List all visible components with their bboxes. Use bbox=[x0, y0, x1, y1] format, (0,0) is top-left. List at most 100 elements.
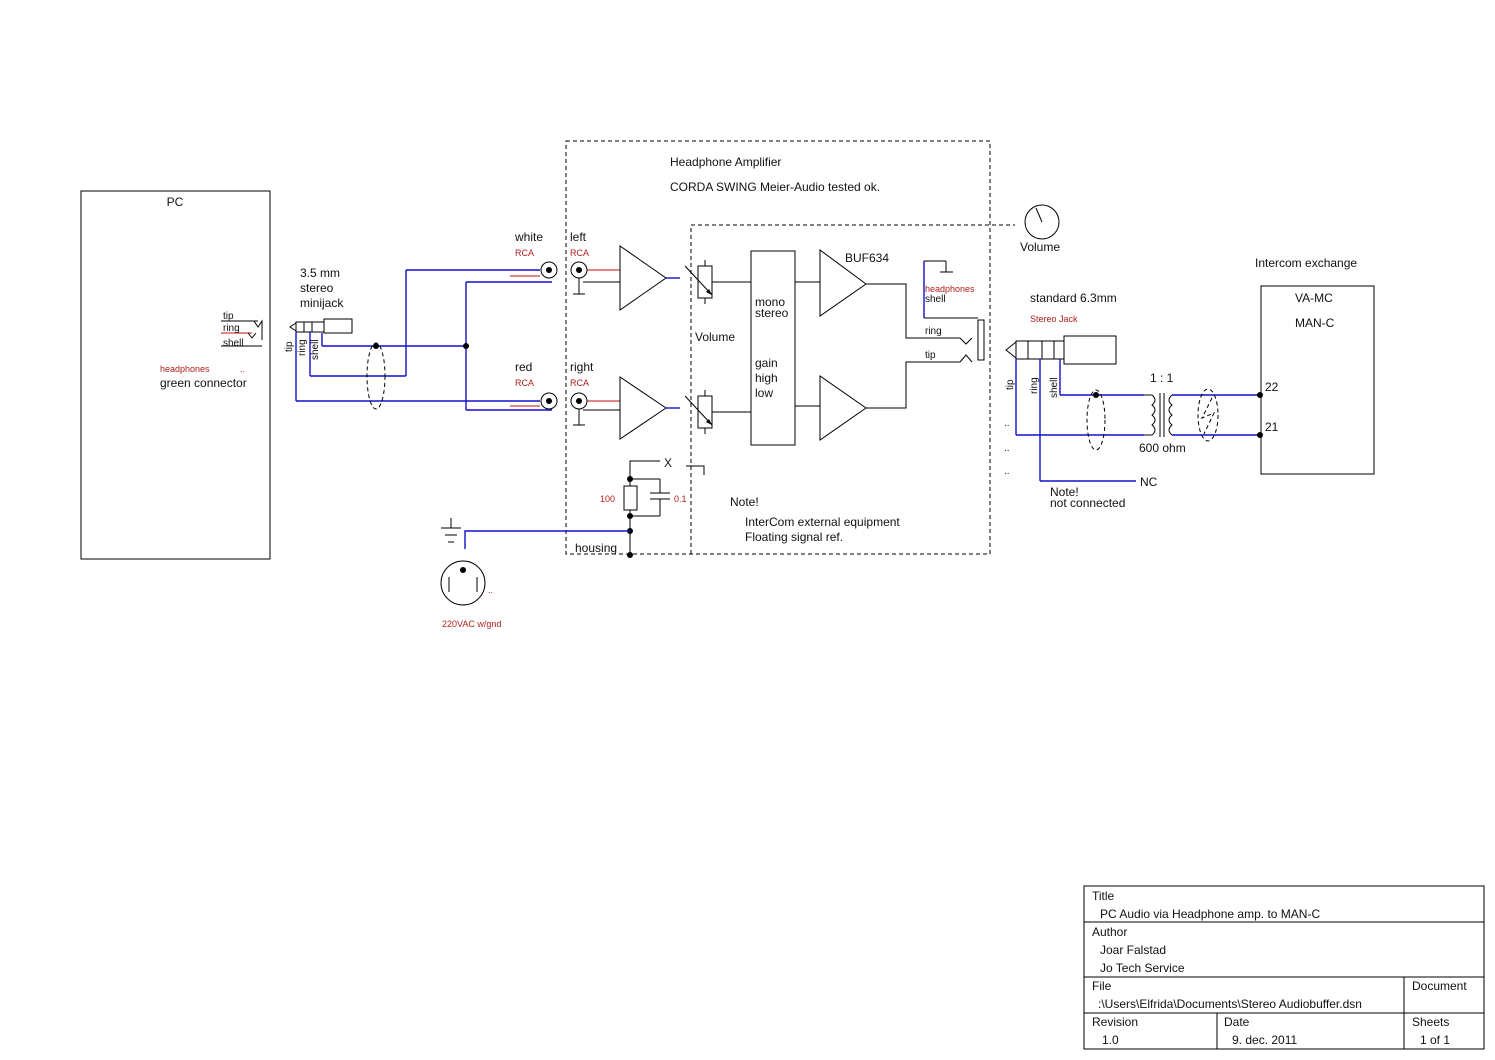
pc-dots: .. bbox=[240, 364, 245, 374]
resistor-value: 100 bbox=[600, 494, 615, 504]
amp-note-title: Note! bbox=[730, 495, 759, 509]
title-block: Title PC Audio via Headphone amp. to MAN… bbox=[1083, 885, 1485, 1050]
tb-date-label: Date bbox=[1224, 1015, 1250, 1029]
rca-white-type: RCA bbox=[515, 248, 534, 258]
output-pin-tip: tip bbox=[1005, 379, 1016, 390]
mains-dots: .. bbox=[488, 585, 493, 595]
output-dots-3: .. bbox=[1004, 466, 1010, 477]
volume-knob-icon bbox=[1024, 204, 1060, 240]
pc-connector-label: green connector bbox=[160, 376, 247, 390]
intercom-block: Intercom exchange VA-MC MAN-C 22 21 bbox=[1255, 256, 1375, 475]
output-buffer-right-icon bbox=[819, 375, 867, 441]
pc-block: PC tip ring shell headphones .. green co… bbox=[80, 190, 271, 560]
resistor-icon bbox=[623, 485, 638, 511]
switch-stereo: stereo bbox=[755, 306, 789, 320]
shield-ellipse bbox=[366, 342, 386, 410]
nc-note-text: not connected bbox=[1050, 496, 1125, 510]
minijack: 3.5 mm stereo minijack tip ring shell bbox=[284, 266, 353, 360]
rca-jack-white-icon bbox=[540, 261, 558, 279]
volume-pot-right-icon bbox=[684, 390, 713, 434]
input-wiring bbox=[295, 269, 552, 411]
intercom-pin-22: 22 bbox=[1265, 380, 1279, 394]
rca-right-label: right bbox=[570, 360, 594, 374]
switch-low: low bbox=[755, 386, 773, 400]
pc-box bbox=[80, 190, 271, 560]
pc-pin-tip: tip bbox=[223, 311, 234, 322]
tb-revision-value: 1.0 bbox=[1102, 1033, 1119, 1047]
volume-pot-left-icon bbox=[684, 260, 713, 304]
tb-title-label: Title bbox=[1092, 889, 1115, 903]
output-pin-ring: ring bbox=[1029, 377, 1040, 394]
nc-note-title: Note! bbox=[1050, 485, 1079, 499]
transformer-ratio: 1 : 1 bbox=[1150, 371, 1174, 385]
tb-date-value: 9. dec. 2011 bbox=[1232, 1033, 1297, 1047]
rca-red-label: red bbox=[515, 360, 532, 374]
output-shield-ellipse bbox=[1086, 389, 1106, 451]
housing-label: housing bbox=[575, 541, 617, 555]
rca-jack-red-icon bbox=[540, 392, 558, 410]
intercom-line1: VA-MC bbox=[1295, 291, 1333, 305]
rca-white-label: white bbox=[514, 230, 543, 244]
rca-red-type: RCA bbox=[515, 378, 534, 388]
output-dots-2: .. bbox=[1004, 443, 1010, 454]
minijack-pin-tip: tip bbox=[284, 341, 295, 352]
amplifier-volume-label: Volume bbox=[695, 330, 735, 344]
rca-right-type: RCA bbox=[570, 378, 589, 388]
input-buffer-right-icon bbox=[619, 376, 667, 440]
intercom-box bbox=[1260, 285, 1375, 475]
nc-label: NC bbox=[1140, 475, 1158, 489]
minijack-plug-icon bbox=[289, 318, 353, 334]
minijack-pin-shell: shell bbox=[310, 339, 321, 360]
rca-jack-right-icon bbox=[570, 392, 588, 426]
rca-left-type: RCA bbox=[570, 248, 589, 258]
volume-knob-label: Volume bbox=[1020, 240, 1060, 254]
amp-note-line1: InterCom external equipment bbox=[745, 515, 900, 529]
intercom-line2: MAN-C bbox=[1295, 316, 1335, 330]
mains-socket-icon bbox=[440, 560, 486, 606]
pc-pin-ring: ring bbox=[223, 323, 240, 334]
output-pin-shell: shell bbox=[1049, 377, 1060, 398]
rca-jack-left-icon bbox=[570, 261, 588, 295]
intercom-title: Intercom exchange bbox=[1255, 256, 1357, 270]
output-jack-subtitle: Stereo Jack bbox=[1030, 314, 1078, 324]
tb-author-value2: Jo Tech Service bbox=[1100, 961, 1185, 975]
transformer-icon bbox=[1144, 388, 1260, 442]
tb-file-label: File bbox=[1092, 979, 1112, 993]
pc-jack-symbol bbox=[221, 319, 263, 347]
amplifier-model: CORDA SWING Meier-Audio tested ok. bbox=[670, 180, 880, 194]
headphones-shell-label: shell bbox=[925, 294, 946, 305]
output-jack: standard 6.3mm Stereo Jack tip ring shel… bbox=[1004, 291, 1158, 510]
pc-pin-shell: shell bbox=[223, 338, 244, 349]
switch-mono: mono bbox=[755, 295, 785, 309]
switch-high: high bbox=[755, 371, 778, 385]
headphone-jack-icon bbox=[923, 260, 985, 363]
mains-label: 220VAC w/gnd bbox=[442, 619, 501, 629]
tb-author-value1: Joar Falstad bbox=[1100, 943, 1166, 957]
amplifier-title: Headphone Amplifier bbox=[670, 155, 781, 169]
x-label: X bbox=[664, 456, 672, 470]
capacitor-value: 0.1 bbox=[674, 494, 687, 504]
mains-ground: .. 220VAC w/gnd bbox=[440, 518, 630, 629]
tb-revision-label: Revision bbox=[1092, 1015, 1138, 1029]
amplifier-enclosure bbox=[565, 140, 991, 555]
tb-author-label: Author bbox=[1092, 925, 1127, 939]
headphones-output-label: headphones bbox=[925, 284, 975, 294]
output-plug-icon bbox=[1005, 335, 1117, 365]
minijack-line3: minijack bbox=[300, 296, 344, 310]
headphones-ring-label: ring bbox=[925, 326, 942, 337]
minijack-pin-ring: ring bbox=[297, 339, 308, 356]
tb-title-value: PC Audio via Headphone amp. to MAN-C bbox=[1100, 907, 1320, 921]
rca-left-label: left bbox=[570, 230, 587, 244]
minijack-line1: 3.5 mm bbox=[300, 266, 340, 280]
amp-note-line2: Floating signal ref. bbox=[745, 530, 843, 544]
tb-sheets-value: 1 of 1 bbox=[1420, 1033, 1450, 1047]
tb-document-label: Document bbox=[1412, 979, 1467, 993]
minijack-line2: stereo bbox=[300, 281, 334, 295]
tb-file-value: :\Users\Elfrida\Documents\Stereo Audiobu… bbox=[1098, 997, 1362, 1011]
output-jack-title: standard 6.3mm bbox=[1030, 291, 1117, 305]
rca-connectors: white RCA red RCA left RCA right RCA bbox=[514, 230, 620, 426]
mode-switch-block bbox=[750, 250, 796, 446]
output-buffer-left-icon bbox=[819, 249, 867, 317]
buffer-label: BUF634 bbox=[845, 251, 889, 265]
